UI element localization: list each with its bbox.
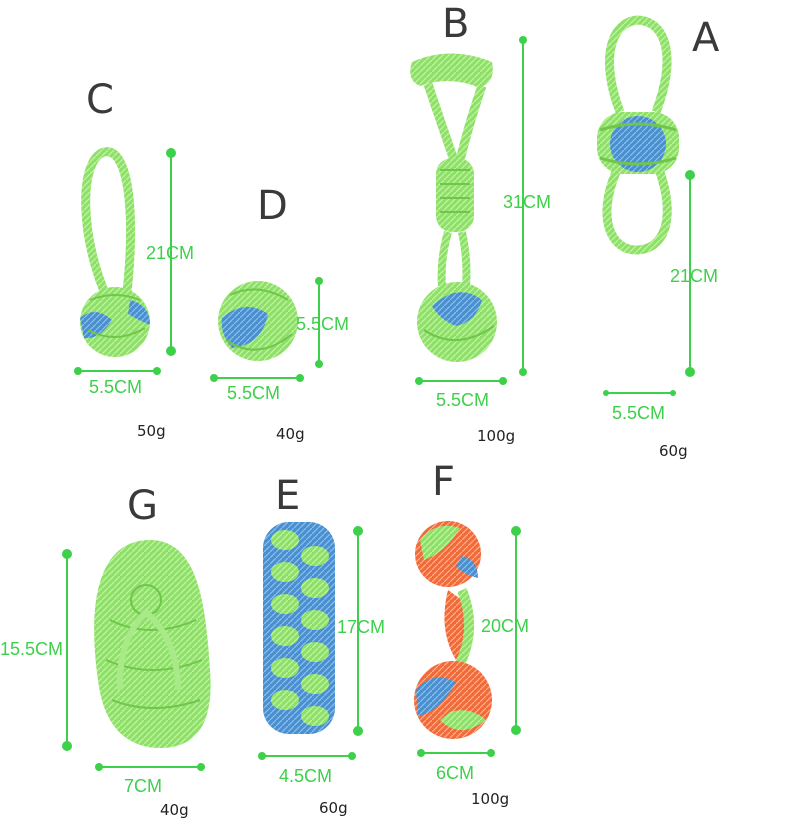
dim-b-width: 5.5CM [436,390,490,410]
dim-g-height: 15.5CM [0,639,64,659]
dim-e-width: 4.5CM [279,766,333,786]
toy-b [410,53,497,362]
dim-c-width: 5.5CM [89,377,143,397]
dim-g-width: 7CM [124,776,163,796]
toy-f-measure [417,526,521,757]
toy-c-measure [74,148,176,375]
toy-g-measure [62,549,205,771]
dim-f-height: 20CM [481,616,530,636]
label-b: B [442,1,470,47]
label-g: G [127,483,158,529]
label-e: E [275,473,301,519]
toy-a [597,15,679,255]
dim-c-height: 21CM [146,243,195,263]
toy-d-measure [210,277,323,382]
weight-e: 60g [319,799,348,817]
dim-a-height: 21CM [670,266,719,286]
dim-d-height: 5.5CM [296,314,350,334]
label-a: A [692,15,720,61]
dim-a-width: 5.5CM [612,403,666,423]
toy-g [94,540,211,748]
weight-g: 40g [160,801,189,819]
toy-a-measure [603,170,695,396]
dim-e-height: 17CM [337,617,386,637]
weight-a: 60g [659,442,688,460]
label-f: F [432,459,456,505]
toy-f [414,521,492,739]
weight-b: 100g [477,427,516,445]
label-c: C [86,77,114,123]
dim-b-height: 31CM [503,192,552,212]
weight-f: 100g [471,790,510,808]
weight-c: 50g [137,422,166,440]
label-d: D [257,183,288,229]
dim-f-width: 6CM [436,763,475,783]
toy-e [263,522,335,734]
weight-d: 40g [276,425,305,443]
toy-b-measure [415,36,527,385]
dim-d-width: 5.5CM [227,383,281,403]
toy-e-measure [258,526,363,760]
toy-c [80,147,150,357]
toy-d [218,281,298,361]
